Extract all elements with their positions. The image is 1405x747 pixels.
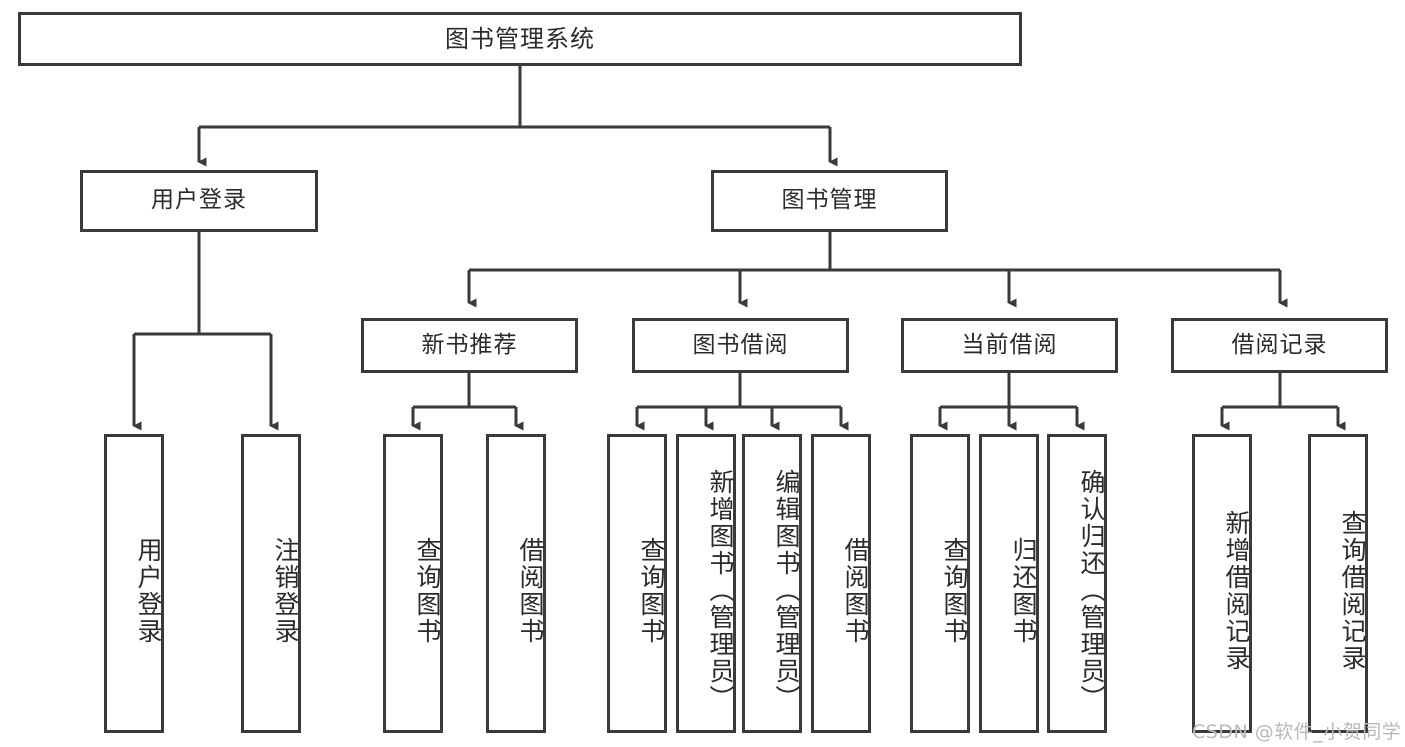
node-leaf-borrow-record-query[interactable]: 查询借阅记录 [1308, 434, 1368, 733]
node-borrow-record[interactable]: 借阅记录 [1171, 318, 1388, 373]
node-current-borrow[interactable]: 当前借阅 [901, 318, 1118, 373]
node-root-label: 图书管理系统 [445, 24, 595, 53]
node-leaf-label: 新增借阅记录 [1222, 509, 1251, 672]
node-leaf-label: 新增图书（管理员） [706, 469, 735, 712]
node-new-book-recommend[interactable]: 新书推荐 [361, 318, 578, 373]
node-new-book-recommend-label: 新书推荐 [421, 331, 518, 358]
node-root-book-management-system[interactable]: 图书管理系统 [18, 12, 1022, 66]
node-leaf-user-login-login[interactable]: 用户登录 [104, 434, 164, 733]
node-book-borrow-label: 图书借阅 [692, 331, 789, 358]
node-leaf-current-borrow-return[interactable]: 归还图书 [979, 434, 1039, 733]
node-current-borrow-label: 当前借阅 [961, 331, 1058, 358]
node-leaf-label: 归还图书 [1009, 536, 1038, 645]
node-borrow-record-label: 借阅记录 [1231, 331, 1328, 358]
node-book-borrow[interactable]: 图书借阅 [632, 318, 849, 373]
node-leaf-current-borrow-query[interactable]: 查询图书 [910, 434, 970, 733]
node-leaf-new-book-borrow[interactable]: 借阅图书 [486, 434, 546, 733]
node-book-management[interactable]: 图书管理 [711, 170, 948, 232]
node-leaf-borrow-record-add[interactable]: 新增借阅记录 [1192, 434, 1252, 733]
csdn-watermark: CSDN @软件_小贺同学 [1192, 721, 1402, 743]
node-leaf-label: 确认归还（管理员） [1077, 469, 1106, 712]
node-leaf-book-borrow-borrow[interactable]: 借阅图书 [811, 434, 871, 733]
node-leaf-book-borrow-add[interactable]: 新增图书（管理员） [676, 434, 736, 733]
node-leaf-label: 查询图书 [940, 536, 969, 645]
node-leaf-book-borrow-edit[interactable]: 编辑图书（管理员） [742, 434, 802, 733]
node-book-management-label: 图书管理 [781, 187, 878, 214]
node-leaf-label: 借阅图书 [841, 536, 870, 645]
node-leaf-label: 查询借阅记录 [1338, 509, 1367, 672]
node-leaf-label: 编辑图书（管理员） [772, 469, 801, 712]
node-leaf-book-borrow-query[interactable]: 查询图书 [607, 434, 667, 733]
node-leaf-current-borrow-confirm[interactable]: 确认归还（管理员） [1047, 434, 1107, 733]
node-user-login-label: 用户登录 [151, 187, 247, 214]
node-leaf-label: 查询图书 [413, 536, 442, 645]
node-leaf-label: 注销登录 [271, 536, 300, 645]
node-leaf-label: 借阅图书 [516, 536, 545, 645]
node-leaf-user-login-logout[interactable]: 注销登录 [241, 434, 301, 733]
node-leaf-label: 查询图书 [637, 536, 666, 645]
node-leaf-new-book-query[interactable]: 查询图书 [383, 434, 443, 733]
node-leaf-label: 用户登录 [134, 536, 163, 645]
node-user-login[interactable]: 用户登录 [80, 170, 318, 232]
